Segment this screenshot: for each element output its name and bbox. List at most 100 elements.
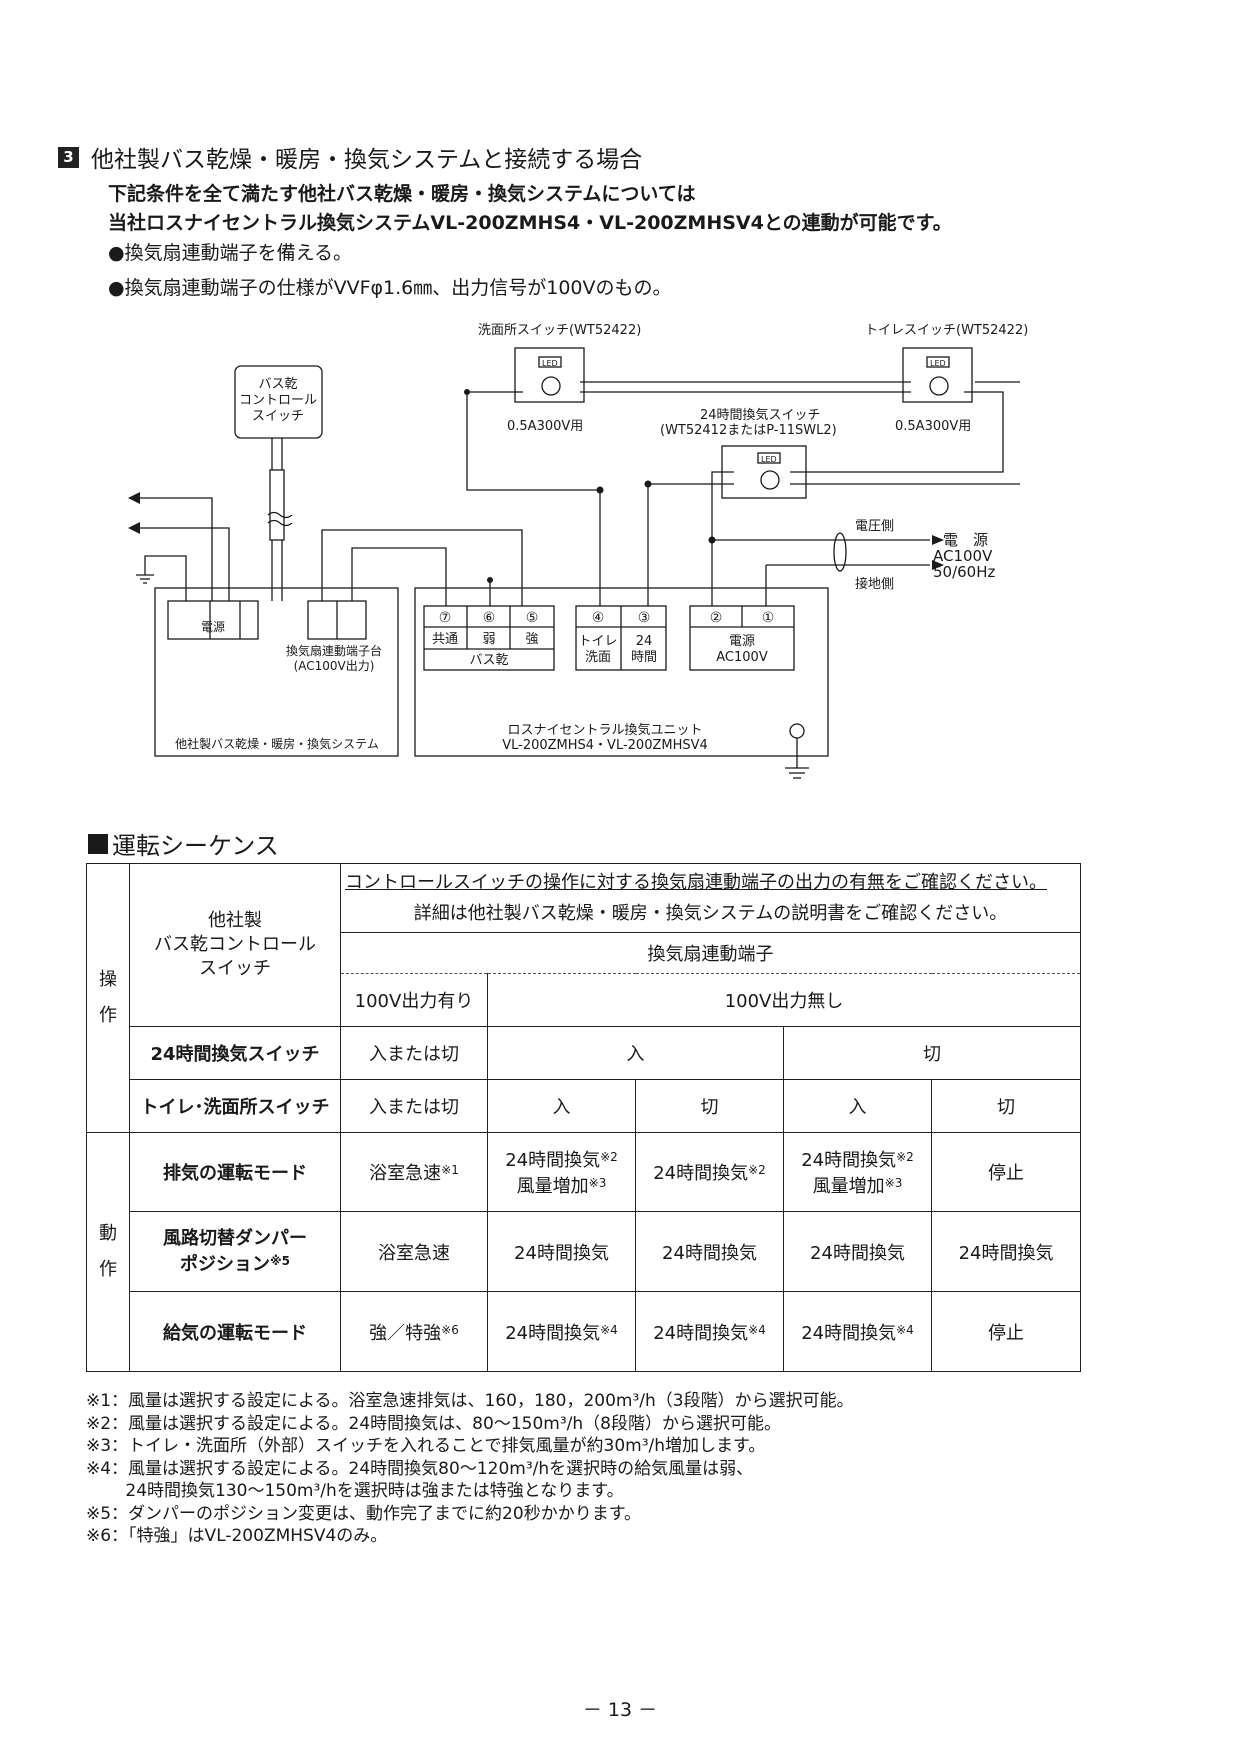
terminal-7: ⑦	[439, 610, 452, 626]
bath-dry-label: バス乾	[469, 653, 508, 668]
supply-label: 給気の運転モード	[129, 1291, 341, 1372]
sw24-off: 切	[782, 1026, 1082, 1080]
exhaust-cell-5: 停止	[930, 1132, 1082, 1212]
footnote-1: ※1：風量は選択する設定による。浴室急速排気は、160，180，200m³/h（…	[86, 1391, 854, 1411]
footnote-5: ※5：ダンパーのポジション変更は、動作完了までに約20秒かかります。	[86, 1503, 641, 1524]
bullet-1: ●換気扇連動端子を備える。	[108, 242, 353, 264]
bath-ctrl-label-2: コントロール	[239, 393, 317, 408]
supply-cell-5: 停止	[930, 1291, 1082, 1372]
bath-ctrl-label-1: バス乾	[258, 377, 297, 392]
led-label-2: LED	[930, 359, 946, 368]
bullet-2: ●換気扇連動端子の仕様がVVFφ1.6㎜、出力信号が100Vのもの。	[108, 277, 672, 299]
output-no: 100V出力無し	[486, 973, 1082, 1027]
unit-name-1: ロスナイセントラル換気ユニット	[507, 722, 702, 738]
control-switch-label: 他社製 バス乾コントロール スイッチ	[129, 863, 341, 1027]
damper-cell-5: 24時間換気	[930, 1211, 1082, 1292]
other-system-box	[154, 587, 399, 757]
sw24-on: 入	[487, 1026, 784, 1080]
switch24-label-2: (WT52412またはP-11SWL2)	[660, 423, 837, 438]
section-heading: 3 他社製バス乾燥・暖房・換気システムと接続する場合	[58, 140, 642, 174]
h24-label-b: 時間	[631, 650, 657, 665]
exhaust-label: 排気の運転モード	[129, 1132, 341, 1212]
other-power-label: 電源	[201, 620, 225, 634]
supply-cell-3: 24時間換気※4	[635, 1291, 784, 1372]
supply-cell-1: 強／特強※6	[340, 1291, 488, 1372]
damper-cell-3: 24時間換気	[635, 1211, 784, 1292]
switch24-label-1: 24時間換気スイッチ	[700, 407, 821, 423]
section-number: 3	[58, 146, 79, 168]
damper-cell-4: 24時間換気	[783, 1211, 932, 1292]
exhaust-cell-4: 24時間換気※2 風量増加※3	[783, 1132, 932, 1212]
vent-terminal-label-1: 換気扇連動端子台	[286, 643, 382, 658]
weak-label: 弱	[482, 632, 495, 647]
intro-line-2: 当社ロスナイセントラル換気システムVL-200ZMHS4・VL-200ZMHSV…	[108, 212, 952, 234]
exhaust-cell-1: 浴室急速※1	[340, 1132, 488, 1212]
bath-ctrl-label-3: スイッチ	[252, 409, 304, 424]
unit-name-2: VL-200ZMHS4・VL-200ZMHSV4	[502, 738, 708, 753]
terminal-3: ③	[638, 610, 651, 626]
toilet-switch-label: トイレスイッチ(WT52422)	[865, 323, 1028, 338]
footnote-2: ※2：風量は選択する設定による。24時間換気は、80～150m³/h（8段階）か…	[86, 1413, 781, 1434]
ground-side-label: 接地側	[855, 576, 894, 592]
led-label-3: LED	[761, 455, 777, 464]
vent-terminal-label-2: (AC100V出力)	[294, 659, 375, 673]
power-hz-label: 50/60Hz	[933, 563, 996, 581]
toilet-washroom-label: トイレ･洗面所スイッチ	[129, 1079, 341, 1133]
power-ac-label: AC100V	[933, 547, 993, 565]
page-number: － 13 －	[582, 1699, 658, 1721]
footnote-6: ※6：「特強」はVL-200ZMHSV4のみ。	[86, 1526, 388, 1546]
tw-on-1: 入	[487, 1079, 636, 1133]
voltage-side-label: 電圧側	[855, 519, 894, 534]
sw24-any: 入または切	[340, 1026, 488, 1080]
terminal-5: ⑤	[526, 610, 539, 626]
footnote-4-cont: 24時間換気130～150m³/hを選択時は強または特強となります。	[86, 1481, 624, 1501]
fan-terminal-label: 換気扇連動端子	[339, 932, 1082, 974]
damper-cell-1: 浴室急速	[340, 1211, 488, 1292]
sequence-table: 操 作 他社製 バス乾コントロール スイッチ コントロールスイッチの操作に対する…	[86, 863, 1082, 1372]
intro-line-1: 下記条件を全て満たす他社バス乾燥・暖房・換気システムについては	[108, 183, 696, 205]
washroom-switch-label: 洗面所スイッチ(WT52422)	[478, 323, 641, 338]
supply-cell-2: 24時間換気※4	[487, 1291, 636, 1372]
intro-text: 下記条件を全て満たす他社バス乾燥・暖房・換気システムについては 当社ロスナイセン…	[108, 180, 952, 238]
exhaust-cell-2: 24時間換気※2 風量増加※3	[487, 1132, 636, 1212]
tw-off-2: 切	[930, 1079, 1082, 1133]
toilet-label: トイレ	[578, 634, 617, 649]
note-line-2: 詳細は他社製バス乾燥・暖房・換気システムの説明書をご確認ください。	[339, 898, 1082, 933]
tw-off-1: 切	[635, 1079, 784, 1133]
bath-control-box	[234, 365, 323, 439]
sw24-label: 24時間換気スイッチ	[129, 1026, 341, 1080]
square-bullet-icon	[88, 833, 108, 854]
strong-label: 強	[525, 632, 538, 647]
led-label-1: LED	[542, 359, 558, 368]
other-system-label: 他社製バス乾燥・暖房・換気システム	[175, 736, 379, 751]
power-label: 電 源	[943, 531, 988, 549]
table-title: 運転シーケンス	[88, 826, 279, 861]
wiring-diagram: 洗面所スイッチ(WT52422) トイレスイッチ(WT52422) 0.5A30…	[128, 323, 1028, 779]
footnotes: ※1：風量は選択する設定による。浴室急速排気は、160，180，200m³/h（…	[86, 1390, 854, 1548]
footnote-3: ※3：トイレ・洗面所（外部）スイッチを入れることで排気風量が約30m³/h増加し…	[86, 1436, 766, 1456]
other-power-terminal	[167, 600, 259, 640]
note-line-1: コントロールスイッチの操作に対する換気扇連動端子の出力の有無をご確認ください。	[339, 863, 1082, 899]
damper-cell-2: 24時間換気	[487, 1211, 636, 1292]
unit-power-label: 電源	[729, 634, 755, 649]
rating-right: 0.5A300V用	[895, 419, 971, 434]
common-label: 共通	[432, 632, 458, 647]
h24-label-a: 24	[636, 634, 653, 649]
washroom-label: 洗面	[585, 650, 611, 665]
terminal-1: ①	[762, 610, 775, 626]
output-yes: 100V出力有り	[340, 973, 488, 1027]
washroom-switch-box	[514, 347, 585, 403]
unit-ac-label: AC100V	[716, 650, 768, 665]
unit-box	[414, 587, 829, 757]
rating-left: 0.5A300V用	[507, 419, 583, 434]
side-label-action: 動 作	[86, 1132, 130, 1372]
terminal-6: ⑥	[483, 610, 496, 626]
footnote-4: ※4：風量は選択する設定による。24時間換気80～120m³/hを選択時の給気風…	[86, 1458, 754, 1479]
supply-cell-4: 24時間換気※4	[783, 1291, 932, 1372]
damper-label: 風路切替ダンパー ポジション※5	[129, 1211, 341, 1292]
tw-on-2: 入	[783, 1079, 932, 1133]
terminal-4: ④	[592, 610, 605, 626]
section-title: 他社製バス乾燥・暖房・換気システムと接続する場合	[91, 147, 643, 173]
toilet-switch-box	[902, 347, 973, 403]
table-title-text: 運転シーケンス	[112, 832, 279, 860]
